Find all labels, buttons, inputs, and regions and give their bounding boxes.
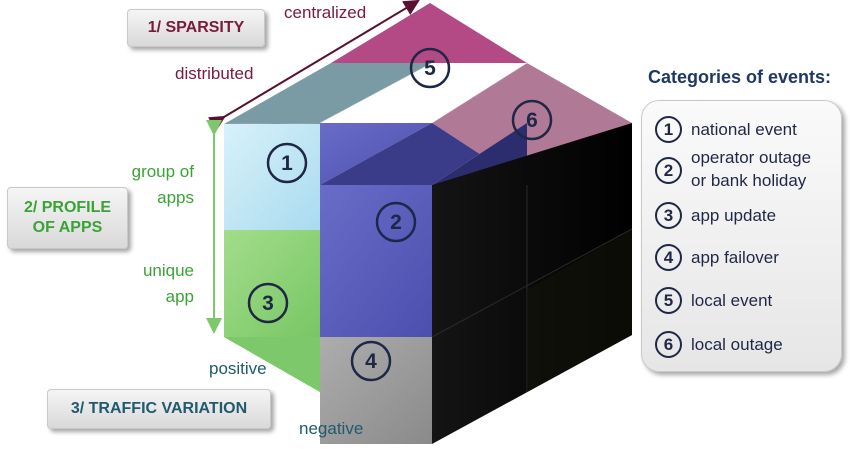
right-divider-h	[431, 228, 633, 338]
legend-item-4: 4 app failover	[642, 241, 842, 277]
legend-panel: 1 national event 2 operator outage or ba…	[641, 100, 842, 372]
sparsity-dimension-box: 1/ SPARSITY	[127, 9, 265, 47]
profile-high-line1: group of	[131, 162, 194, 181]
legend-item-1: 1 national event	[642, 113, 842, 149]
cell-badge-4: 4	[350, 340, 392, 382]
traffic-title: 3/ TRAFFIC VARIATION	[70, 400, 248, 417]
svg-text:4: 4	[365, 350, 377, 373]
sparsity-low-label: distributed	[175, 64, 254, 83]
profile-title-line2: OF APPS	[32, 219, 103, 236]
svg-text:2: 2	[390, 211, 402, 234]
legend-number-4: 4	[655, 244, 682, 271]
sparsity-axis-arrow	[208, 0, 420, 131]
legend-label-1: national event	[691, 120, 797, 139]
cell-badge-6: 6	[511, 99, 553, 141]
legend-label-5: local event	[691, 291, 773, 310]
top-face-back-left	[224, 63, 432, 124]
legend-item-5: 5 local event	[642, 284, 842, 320]
legend-number-5: 5	[655, 287, 682, 314]
traffic-dimension-box: 3/ TRAFFIC VARIATION	[47, 389, 271, 429]
svg-text:5: 5	[424, 57, 436, 80]
traffic-low-label: negative	[299, 419, 364, 438]
legend-number-6: 6	[655, 331, 682, 358]
cell-badge-2: 2	[375, 201, 417, 243]
legend-item-6: 6 local outage	[642, 328, 842, 364]
svg-text:1: 1	[281, 152, 293, 175]
traffic-high-label: positive	[209, 359, 267, 378]
legend-number-3: 3	[655, 202, 682, 229]
legend-title: Categories of events:	[648, 67, 832, 87]
sparsity-title: 1/ SPARSITY	[147, 19, 245, 36]
top-divider-b	[431, 62, 528, 124]
profile-low-line1: unique	[142, 261, 194, 280]
profile-dimension-box: 2/ PROFILE OF APPS	[7, 187, 128, 249]
cell-2-face	[320, 185, 432, 337]
cell-1-face	[224, 124, 320, 230]
profile-title-line1: 2/ PROFILE	[23, 199, 112, 216]
cell-badge-3: 3	[247, 282, 289, 324]
profile-low-line2: app	[165, 287, 194, 306]
sparsity-high-label: centralized	[284, 3, 367, 22]
legend-label-2: operator outage or bank holiday	[691, 146, 811, 192]
legend-label-2-line2: or bank holiday	[691, 171, 807, 190]
svg-text:3: 3	[262, 292, 274, 315]
legend-label-2-line1: operator outage	[691, 148, 812, 167]
svg-text:6: 6	[526, 109, 538, 132]
cell-badge-1: 1	[266, 142, 308, 184]
cell-4-face	[320, 337, 432, 444]
right-face-back-lower	[527, 229, 632, 392]
cell-badge-5: 5	[409, 47, 451, 89]
profile-high-label: group of apps	[110, 159, 194, 211]
cube-bottom-left	[224, 337, 320, 392]
legend-label-3: app update	[691, 206, 777, 225]
legend-number-2: 2	[655, 157, 682, 184]
legend-item-3: 3 app update	[642, 199, 842, 235]
cell-2-upper-face	[320, 123, 432, 185]
legend-number-1: 1	[655, 116, 682, 143]
legend-item-2: 2 operator outage or bank holiday	[642, 146, 842, 196]
profile-low-label: unique app	[110, 258, 194, 310]
legend-label-6: local outage	[691, 335, 783, 354]
profile-high-line2: apps	[157, 188, 194, 207]
legend-label-4: app failover	[691, 248, 779, 267]
